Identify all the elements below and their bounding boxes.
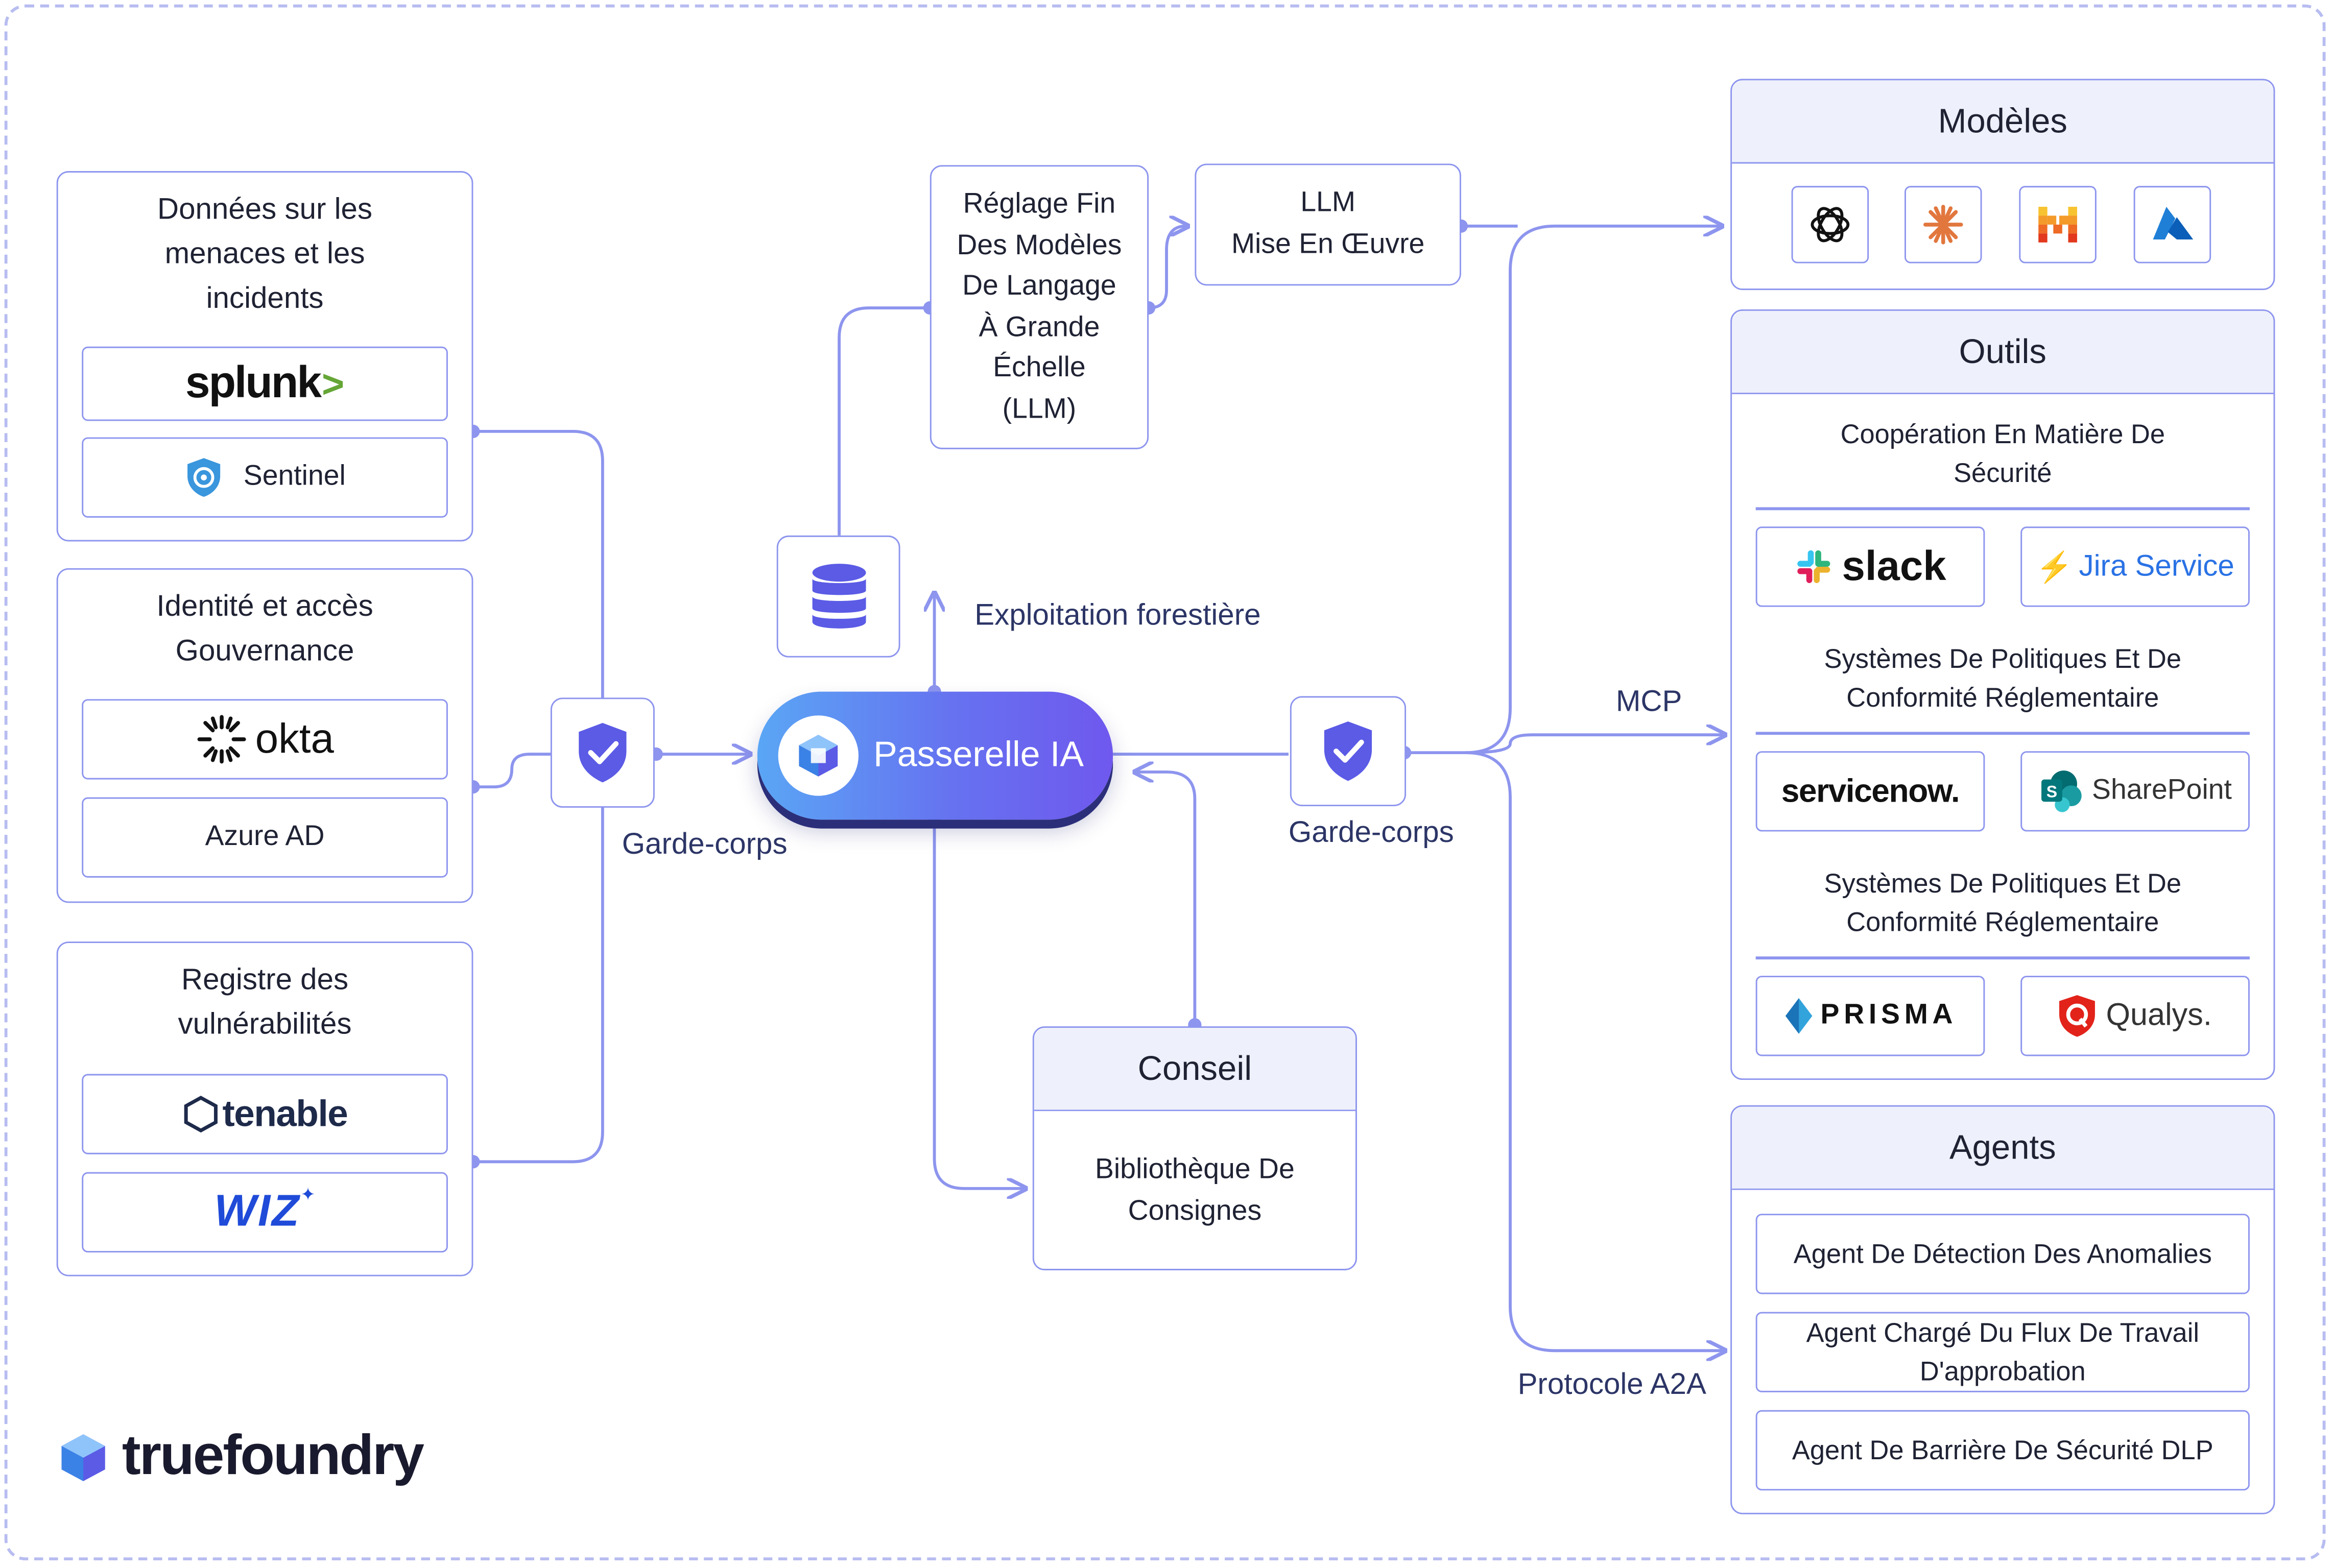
- database-icon: [812, 564, 866, 629]
- okta-logo: okta: [255, 715, 334, 762]
- sharepoint-label: SharePoint: [2092, 775, 2232, 807]
- tenable-logo-icon: [185, 1096, 219, 1133]
- llm-line-2: Mise En Œuvre: [1231, 229, 1425, 260]
- finetuning-line-2: Des Modèles: [957, 230, 1122, 261]
- splunk-logo: splunk: [185, 358, 322, 408]
- qualys-shield-icon: [2060, 995, 2096, 1037]
- sentinel-tile[interactable]: Sentinel: [82, 437, 448, 518]
- tools-card: Outils Coopération En Matière De Sécurit…: [1730, 309, 2275, 1080]
- truefoundry-logo-icon: [61, 1433, 105, 1481]
- brand-name: truefoundry: [122, 1425, 424, 1488]
- sentinel-label: Sentinel: [243, 461, 346, 493]
- azure-ad-tile[interactable]: Azure AD: [82, 797, 448, 878]
- tools-section-2-title: Systèmes De Politiques Et De Conformité …: [1824, 644, 2182, 713]
- tools-section-1-title: Coopération En Matière De Sécurité: [1840, 419, 2165, 488]
- openai-icon[interactable]: [1791, 186, 1869, 263]
- jira-bolt-icon: ⚡: [2036, 551, 2073, 584]
- jira-service-label: Jira Service: [2079, 549, 2234, 583]
- prisma-icon: [1784, 998, 1812, 1034]
- servicenow-logo: servicenow.: [1781, 772, 1960, 809]
- guardrail-shield-left[interactable]: [550, 697, 655, 808]
- tools-section-2-divider: [1755, 732, 2250, 734]
- okta-sunburst-icon: [197, 715, 246, 764]
- sharepoint-icon: S: [2041, 770, 2082, 812]
- azure-ad-label: Azure AD: [205, 821, 325, 853]
- guardrails-right-label: Garde-corps: [1288, 816, 1454, 850]
- llm-line-1: LLM: [1300, 187, 1355, 219]
- threat-data-title: Données sur les menaces et les incidents: [157, 193, 373, 316]
- azure-icon[interactable]: [2133, 186, 2211, 263]
- finetuning-line-6: (LLM): [1002, 393, 1077, 425]
- a2a-label: Protocole A2A: [1517, 1368, 1706, 1402]
- shield-check-icon: [579, 722, 627, 783]
- identity-title: Identité et accès Gouvernance: [156, 590, 373, 668]
- guardrail-shield-right[interactable]: [1290, 696, 1407, 807]
- sentinel-shield-icon: [187, 458, 220, 497]
- conseil-title: Conseil: [1034, 1028, 1356, 1112]
- prompt-library-text[interactable]: Bibliothèque De Consignes: [1094, 1154, 1295, 1227]
- logging-label: Exploitation forestière: [974, 599, 1261, 633]
- sharepoint-tile[interactable]: S SharePoint: [2020, 751, 2250, 832]
- slack-logo: slack: [1842, 543, 1946, 589]
- tools-section-3-divider: [1755, 956, 2250, 959]
- qualys-tile[interactable]: Qualys.: [2020, 976, 2250, 1056]
- finetuning-line-3: De Langage: [962, 271, 1116, 302]
- gateway-logo-icon: [778, 715, 859, 796]
- diagram-frame: [4, 4, 2326, 1561]
- svg-text:S: S: [2046, 783, 2057, 801]
- anomaly-detection-agent[interactable]: Agent De Détection Des Anomalies: [1755, 1214, 2250, 1294]
- finetuning-line-1: Réglage Fin: [963, 188, 1116, 221]
- mcp-label: MCP: [1615, 686, 1682, 719]
- shield-check-icon: [1324, 721, 1372, 781]
- qualys-label: Qualys.: [2106, 998, 2212, 1032]
- gateway-label: Passerelle IA: [873, 735, 1084, 775]
- vulnerability-title: Registre des vulnérabilités: [178, 963, 352, 1042]
- models-title: Modèles: [1732, 80, 2274, 164]
- finetuning-box[interactable]: Réglage Fin Des Modèles De Langage À Gra…: [930, 165, 1149, 449]
- anthropic-icon[interactable]: [1905, 186, 1982, 263]
- splunk-chevron-icon: >: [322, 360, 345, 405]
- agents-title: Agents: [1732, 1106, 2274, 1190]
- tenable-logo: tenable: [222, 1092, 348, 1135]
- identity-group: Identité et accès Gouvernance okta Azure…: [56, 568, 473, 903]
- wiz-sparkle-icon: ✦: [300, 1184, 316, 1205]
- truefoundry-brand: truefoundry: [57, 1425, 424, 1489]
- guardrails-left-label: Garde-corps: [622, 828, 788, 861]
- threat-data-group: Données sur les menaces et les incidents…: [56, 171, 473, 542]
- tools-section-1-divider: [1755, 507, 2250, 510]
- slack-hash-icon: [1797, 550, 1830, 584]
- tools-title: Outils: [1732, 310, 2274, 395]
- vulnerability-group: Registre des vulnérabilités tenable WIZ …: [56, 942, 473, 1276]
- llm-deployment-box[interactable]: LLM Mise En Œuvre: [1195, 163, 1461, 286]
- mistral-icon[interactable]: [2019, 186, 2097, 263]
- dlp-guard-agent[interactable]: Agent De Barrière De Sécurité DLP: [1755, 1410, 2250, 1491]
- prisma-tile[interactable]: PRISMA: [1755, 976, 1985, 1056]
- conseil-card: Conseil Bibliothèque De Consignes: [1032, 1026, 1357, 1270]
- agents-card: Agents Agent De Détection Des Anomalies …: [1730, 1105, 2275, 1514]
- wiz-tile[interactable]: WIZ ✦: [82, 1172, 448, 1252]
- ai-gateway-button[interactable]: Passerelle IA: [757, 691, 1113, 820]
- wiz-logo: WIZ: [214, 1187, 301, 1236]
- finetuning-line-5: Échelle: [993, 352, 1086, 384]
- prisma-logo: PRISMA: [1820, 999, 1958, 1031]
- splunk-tile[interactable]: splunk >: [82, 346, 448, 421]
- servicenow-tile[interactable]: servicenow.: [1755, 751, 1985, 832]
- okta-tile[interactable]: okta: [82, 699, 448, 780]
- tenable-tile[interactable]: tenable: [82, 1074, 448, 1154]
- tools-section-3-title: Systèmes De Politiques Et De Conformité …: [1824, 869, 2182, 937]
- jira-service-tile[interactable]: ⚡ Jira Service: [2020, 526, 2250, 607]
- log-database[interactable]: [776, 535, 900, 658]
- finetuning-line-4: À Grande: [979, 311, 1100, 343]
- models-card: Modèles: [1730, 79, 2275, 291]
- slack-tile[interactable]: slack: [1755, 526, 1985, 607]
- approval-workflow-agent[interactable]: Agent Chargé Du Flux De Travail D'approb…: [1755, 1312, 2250, 1392]
